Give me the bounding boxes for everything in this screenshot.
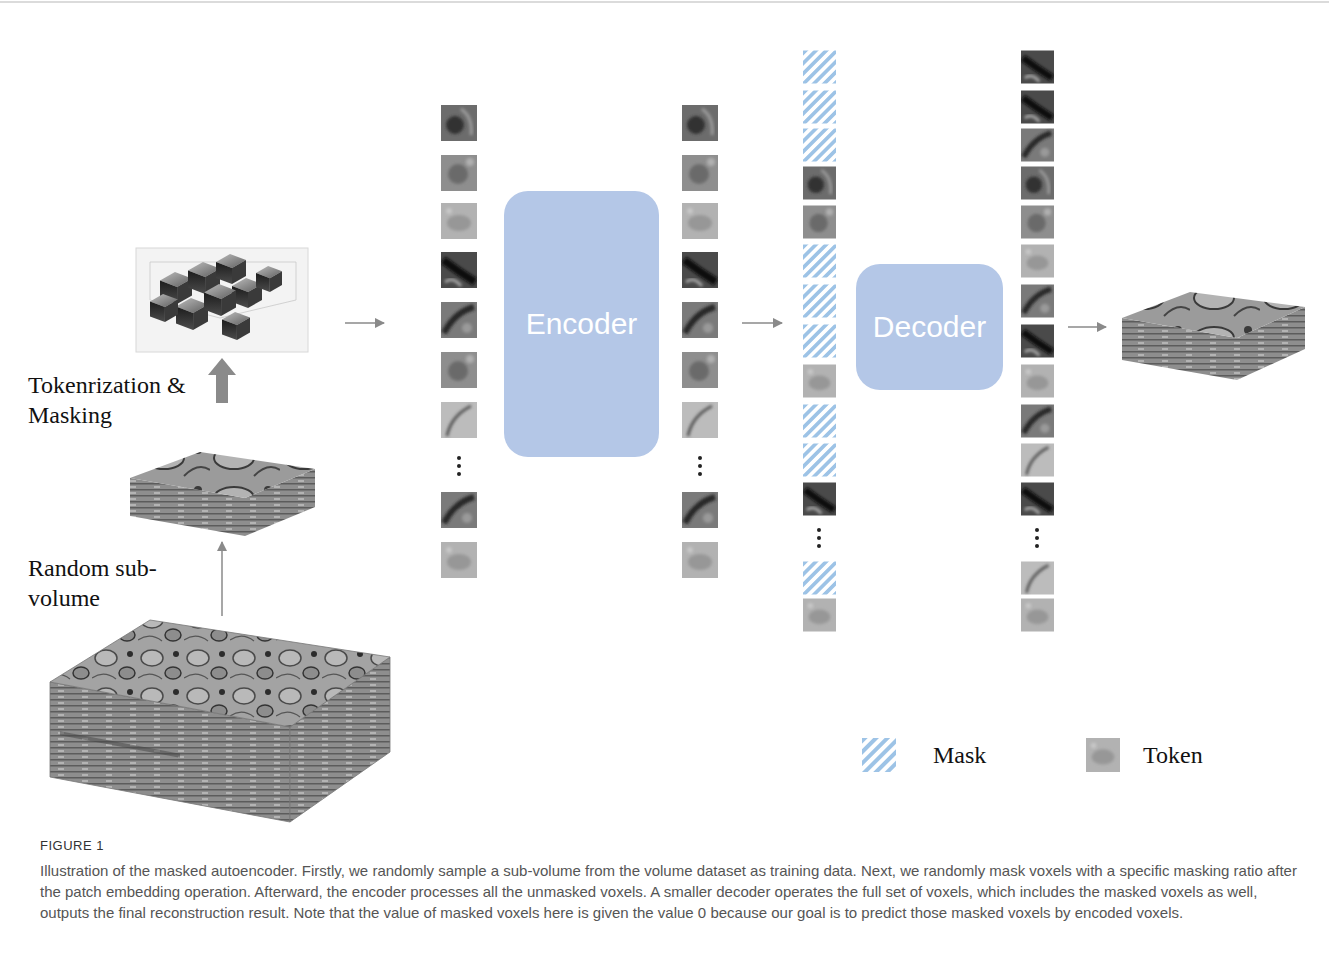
token-column xyxy=(441,105,477,578)
tokenize-arrow xyxy=(208,358,236,403)
token-cubes xyxy=(136,248,308,352)
sub-volume-slab xyxy=(130,452,315,536)
box-label: Encoder xyxy=(526,307,638,341)
reconstructed-token-column xyxy=(1021,51,1054,632)
frame-line xyxy=(0,1,1329,3)
flow-arrow xyxy=(742,322,782,324)
token-sample xyxy=(1086,738,1120,772)
box-label: Decoder xyxy=(873,310,986,344)
figure-caption: Illustration of the masked autoencoder. … xyxy=(40,860,1302,923)
token-column xyxy=(682,105,718,578)
label-text: Random sub-volume xyxy=(28,555,157,611)
step-label: Random sub-volume xyxy=(28,553,168,613)
legend-swatch xyxy=(862,738,896,772)
em-volume xyxy=(50,620,390,822)
mask-sample xyxy=(862,738,896,772)
figure-title: FIGURE 1 xyxy=(40,838,104,853)
masked-token-column xyxy=(803,51,836,632)
output-slab xyxy=(1122,292,1305,380)
decoder-box: Decoder xyxy=(856,264,1003,390)
step-label: Tokenrization & Masking xyxy=(28,370,218,430)
encoder-box: Encoder xyxy=(504,191,659,457)
legend-text: Token xyxy=(1143,740,1203,770)
flow-arrow xyxy=(221,542,223,616)
flow-arrow xyxy=(1068,326,1106,328)
label-text: Tokenrization & Masking xyxy=(28,372,186,428)
legend-swatch xyxy=(1086,738,1120,772)
flow-arrow xyxy=(345,322,384,324)
legend-text: Mask xyxy=(933,740,986,770)
